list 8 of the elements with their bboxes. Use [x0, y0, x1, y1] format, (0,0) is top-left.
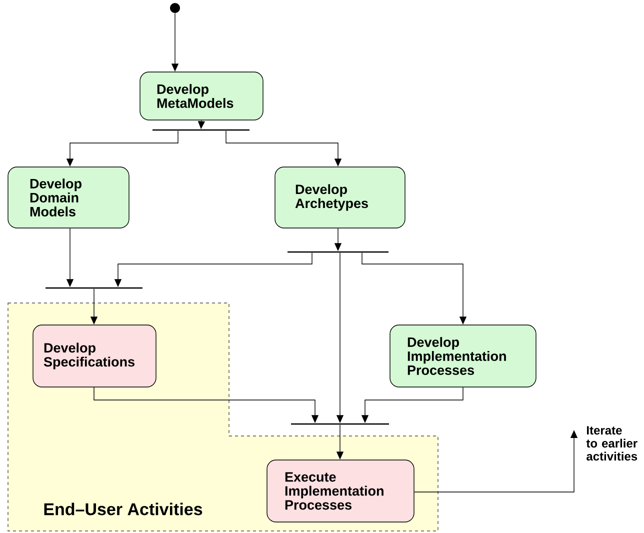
activity-box: Develop Domain Models: [8, 166, 130, 228]
start-dot: [170, 3, 180, 13]
activity-box: Develop Archetypes: [274, 166, 406, 228]
activity-box: Develop Specifications: [32, 324, 156, 388]
activity-box: Develop Implementation Processes: [390, 324, 536, 388]
activity-box: Develop MetaModels: [140, 72, 264, 120]
activity-box: Execute Implementation Processes: [266, 460, 414, 522]
edge-label: Iterate to earlier activities: [586, 426, 638, 461]
